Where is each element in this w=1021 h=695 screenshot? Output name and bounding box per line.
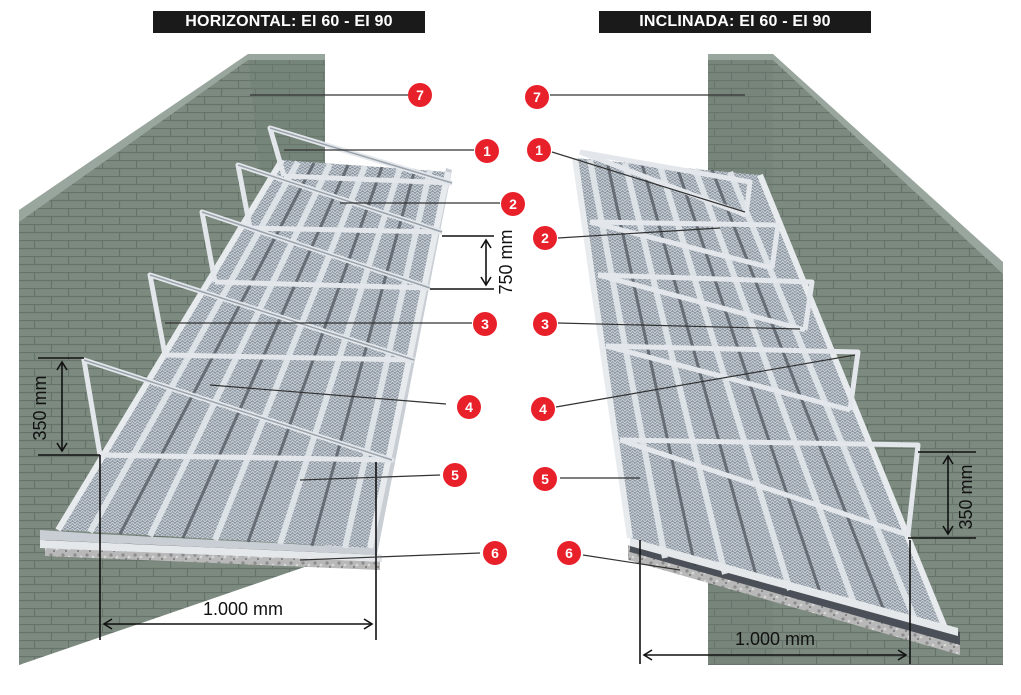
width-label-left: 1.000 mm (203, 599, 283, 619)
dimension-lines (38, 235, 976, 664)
callout-left-3: 3 (473, 312, 497, 336)
callout-left-6: 6 (483, 541, 507, 565)
svg-text:4: 4 (539, 401, 547, 417)
callout-right-6: 6 (557, 541, 581, 565)
svg-text:1: 1 (483, 143, 491, 159)
callout-right-4: 4 (531, 397, 555, 421)
callout-right-5: 5 (533, 467, 557, 491)
width-label-right: 1.000 mm (735, 629, 815, 649)
title-horizontal: HORIZONTAL: EI 60 - EI 90 (153, 11, 425, 33)
callout-right-3: 3 (533, 312, 557, 336)
svg-text:5: 5 (451, 467, 459, 483)
svg-text:4: 4 (465, 399, 473, 415)
title-inclinada: INCLINADA: EI 60 - EI 90 (599, 11, 871, 33)
height-label-right: 350 mm (956, 464, 976, 529)
svg-text:1: 1 (535, 142, 543, 158)
svg-text:6: 6 (491, 545, 499, 561)
svg-text:2: 2 (541, 230, 549, 246)
svg-text:7: 7 (533, 89, 541, 105)
svg-text:3: 3 (541, 316, 549, 332)
horizontal-tray (40, 125, 453, 570)
callout-right-2: 2 (533, 226, 557, 250)
callout-left-5: 5 (443, 463, 467, 487)
callout-left-7: 7 (408, 83, 432, 107)
callout-badges: 7 1 2 3 4 5 6 7 1 2 3 4 5 6 (408, 83, 581, 565)
inclined-tray (572, 149, 960, 655)
svg-text:2: 2 (509, 196, 517, 212)
svg-text:5: 5 (541, 471, 549, 487)
height-label-left: 350 mm (30, 375, 50, 440)
callout-left-2: 2 (501, 192, 525, 216)
spacing-label-left: 750 mm (496, 229, 516, 294)
callout-left-1: 1 (475, 139, 499, 163)
callout-right-1: 1 (527, 138, 551, 162)
svg-text:7: 7 (416, 87, 424, 103)
svg-text:6: 6 (565, 545, 573, 561)
callout-leaders (165, 94, 856, 571)
callout-left-4: 4 (457, 395, 481, 419)
svg-text:3: 3 (481, 316, 489, 332)
callout-right-7: 7 (525, 85, 549, 109)
